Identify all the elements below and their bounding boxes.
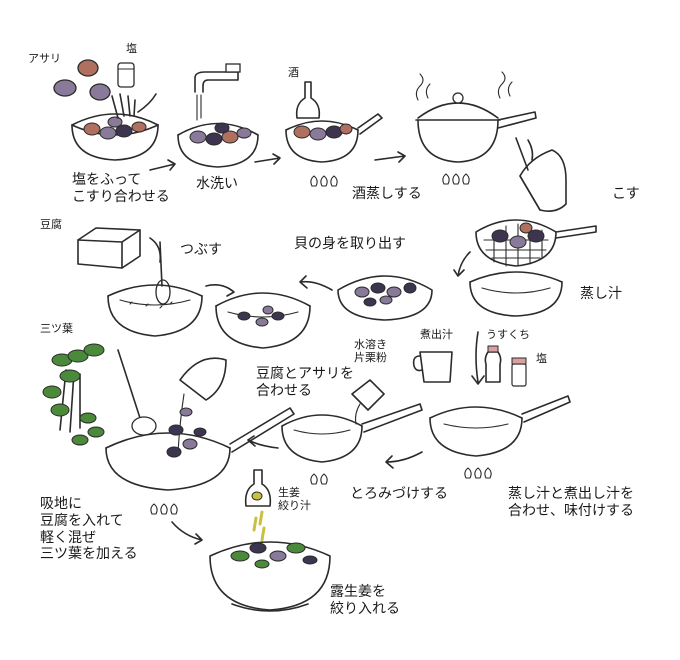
arrow-1-to-2: [149, 159, 176, 171]
arrow-11-to-12: [171, 521, 203, 545]
label-sake: 酒: [288, 66, 299, 79]
label-dashi: 煮出汁: [420, 328, 453, 341]
step1-salt-rub-illustration: [53, 59, 159, 161]
ginger-bottle-illustration: [244, 469, 272, 542]
step2-water-wash-illustration: [177, 63, 259, 168]
step6-caption: つぶす: [180, 242, 222, 258]
label-ginger: 生姜 絞り汁: [278, 486, 311, 513]
step1-caption: 塩をふって こすり合わせる: [72, 172, 170, 205]
step10-caption: 吸地に 豆腐を入れて 軽く混ぜ 三ツ葉を加える: [40, 496, 138, 563]
arrow-tofu-to-mash: [149, 237, 162, 263]
label-salt-2: 塩: [536, 352, 547, 365]
step9-caption: 蒸し汁と煮出し汁を 合わせ、味付けする: [508, 486, 634, 519]
mitsuba-illustration: [42, 343, 105, 446]
step7-caption: 豆腐とアサリを 合わせる: [256, 366, 354, 399]
step7-mash-tofu-illustration: [107, 241, 203, 337]
label-katakuriko: 水溶き 片栗粉: [354, 338, 387, 365]
step9-season-pan-illustration: [429, 395, 571, 479]
step12-final-bowl-illustration: [209, 541, 331, 612]
label-tofu: 豆腐: [40, 218, 62, 231]
tofu-block-illustration: [77, 227, 141, 269]
step4-caption: こす: [612, 186, 640, 202]
label-usukuchi: うすくち: [486, 328, 530, 341]
step8-caption: とろみづけする: [350, 486, 448, 502]
arrow-10-to-11: [247, 435, 279, 449]
step5-strain-illustration: [469, 137, 597, 317]
step8-combine-illustration: [215, 292, 311, 349]
label-broth: 蒸し汁: [580, 286, 622, 302]
step11-caption: 露生姜を 絞り入れる: [330, 584, 400, 617]
arrow-5-to-6: [453, 251, 471, 277]
arrow-9-to-10: [385, 451, 423, 469]
step10-thicken-illustration: [281, 379, 423, 485]
arrow-3-to-4: [374, 151, 406, 163]
step11-final-pan-illustration: [105, 349, 295, 515]
step6-extract-meat-illustration: [337, 275, 433, 321]
arrow-7-to-8: [205, 284, 235, 297]
label-mitsuba: 三ツ葉: [40, 322, 73, 335]
arrow-6-to-7: [299, 275, 333, 291]
step4-lidded-pot-illustration: [415, 71, 537, 185]
arrow-4-to-5: [527, 139, 534, 161]
step5-caption: 貝の身を取り出す: [294, 236, 406, 252]
arrow-broth-down: [471, 331, 485, 385]
step2-caption: 水洗い: [196, 176, 238, 192]
arrow-2-to-3: [254, 153, 281, 165]
label-asari: アサリ: [28, 52, 61, 65]
step3-caption: 酒蒸しする: [352, 186, 422, 202]
seasonings-illustration: [412, 345, 527, 387]
step3-sake-steam-illustration: [285, 81, 383, 187]
label-salt: 塩: [126, 42, 137, 55]
